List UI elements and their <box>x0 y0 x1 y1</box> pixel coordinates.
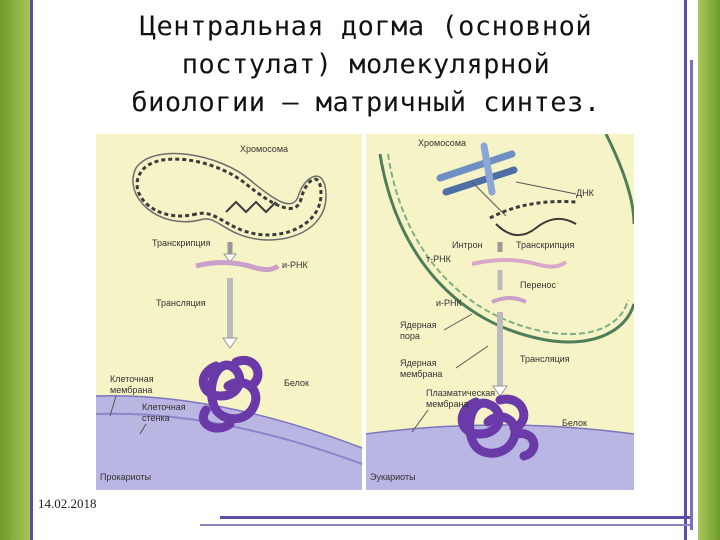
euk-chromosome-label: Хромосома <box>418 138 466 148</box>
nuclear-envelope-top <box>604 134 634 225</box>
prok-cell-membrane-label-1: Клеточная <box>110 374 154 384</box>
euk-dna-pointer-a <box>471 181 507 217</box>
euk-plasma-membrane-label-2: мембрана <box>426 399 468 409</box>
title-line-3: биологии – матричный синтез. <box>131 87 601 118</box>
title-line-1: Центральная догма (основной <box>139 11 593 42</box>
prok-membrane-pointer <box>109 395 117 417</box>
euk-protein-label: Белок <box>562 418 587 428</box>
euk-translation-label: Трансляция <box>520 354 570 364</box>
euk-translation-arrowhead <box>492 385 508 397</box>
prok-caption: Прокариоты <box>100 472 151 482</box>
prokaryote-protein <box>198 355 263 433</box>
prok-wall-pointer <box>139 423 147 435</box>
euk-mrna-label: и-РНК <box>436 298 463 308</box>
prok-translation-arrowhead <box>222 337 238 349</box>
prok-cell-wall-label-1: Клеточная <box>142 402 186 412</box>
prok-protein-label: Белок <box>284 378 309 388</box>
euk-caption: Эукариоты <box>370 472 416 482</box>
left-purple-stripe <box>30 0 33 540</box>
prok-cell-wall-label-2: стенка <box>142 413 170 423</box>
title-line-2: постулат) молекулярной <box>181 49 551 80</box>
prok-translation-label: Трансляция <box>156 298 206 308</box>
euk-dna-pointer-b <box>515 181 577 195</box>
euk-pre-rna <box>471 258 568 269</box>
nuclear-envelope-outer <box>378 153 634 344</box>
eukaryote-protein <box>457 394 539 461</box>
prokaryote-membrane-edge <box>96 394 363 449</box>
bottom-purple-stripe-2 <box>200 524 690 526</box>
prokaryote-cell-wall <box>96 395 362 490</box>
right-purple-stripe <box>684 0 687 540</box>
euk-nuclear-membrane-pointer <box>455 345 489 369</box>
slide-title: Центральная догма (основной постулат) мо… <box>40 8 692 122</box>
slide-date: 14.02.2018 <box>38 496 97 511</box>
eukaryote-chromosome <box>436 142 518 196</box>
euk-mrna-strand <box>491 296 527 304</box>
eukaryote-plasma-membrane <box>366 425 634 490</box>
euk-pore-pointer <box>443 313 473 331</box>
euk-plasma-membrane-pointer <box>411 409 429 433</box>
euk-nuclear-pore-label-1: Ядерная <box>400 320 437 330</box>
prok-transcription-arrowhead <box>223 253 237 263</box>
prok-chromosome-label: Хромосома <box>240 144 288 154</box>
euk-nuclear-membrane-label-2: мембрана <box>400 369 442 379</box>
eukaryote-panel: Хромосома ДНК Интрон Транскрипция т-РНК … <box>365 134 634 490</box>
prok-mrna-label: и-РНК <box>282 260 309 270</box>
dogma-diagram: Хромосома Транскрипция и-РНК Трансляция … <box>96 134 634 490</box>
euk-transcription-label: Транскрипция <box>516 240 574 250</box>
left-green-border <box>0 0 32 540</box>
euk-intron-label: Интрон <box>452 240 483 250</box>
euk-trna-label: т-РНК <box>426 254 452 264</box>
euk-dna-label: ДНК <box>576 188 595 198</box>
bottom-purple-stripe <box>220 516 690 519</box>
prok-mrna-strand <box>195 260 280 273</box>
prok-transcription-label: Транскрипция <box>152 238 210 248</box>
right-purple-stripe-2 <box>690 60 693 530</box>
prokaryote-panel: Хромосома Транскрипция и-РНК Трансляция … <box>96 134 363 490</box>
euk-dna-strand <box>495 217 577 236</box>
prok-cell-membrane-label-2: мембрана <box>110 385 152 395</box>
euk-plasma-membrane-label-1: Плазматическая <box>426 388 495 398</box>
euk-nuclear-membrane-label-1: Ядерная <box>400 358 437 368</box>
euk-transfer-label: Перенос <box>520 280 556 290</box>
right-green-border <box>698 0 720 540</box>
prokaryote-chromosome <box>132 152 327 241</box>
euk-nuclear-pore-label-2: пора <box>400 331 420 341</box>
euk-dna-helix <box>489 200 577 220</box>
